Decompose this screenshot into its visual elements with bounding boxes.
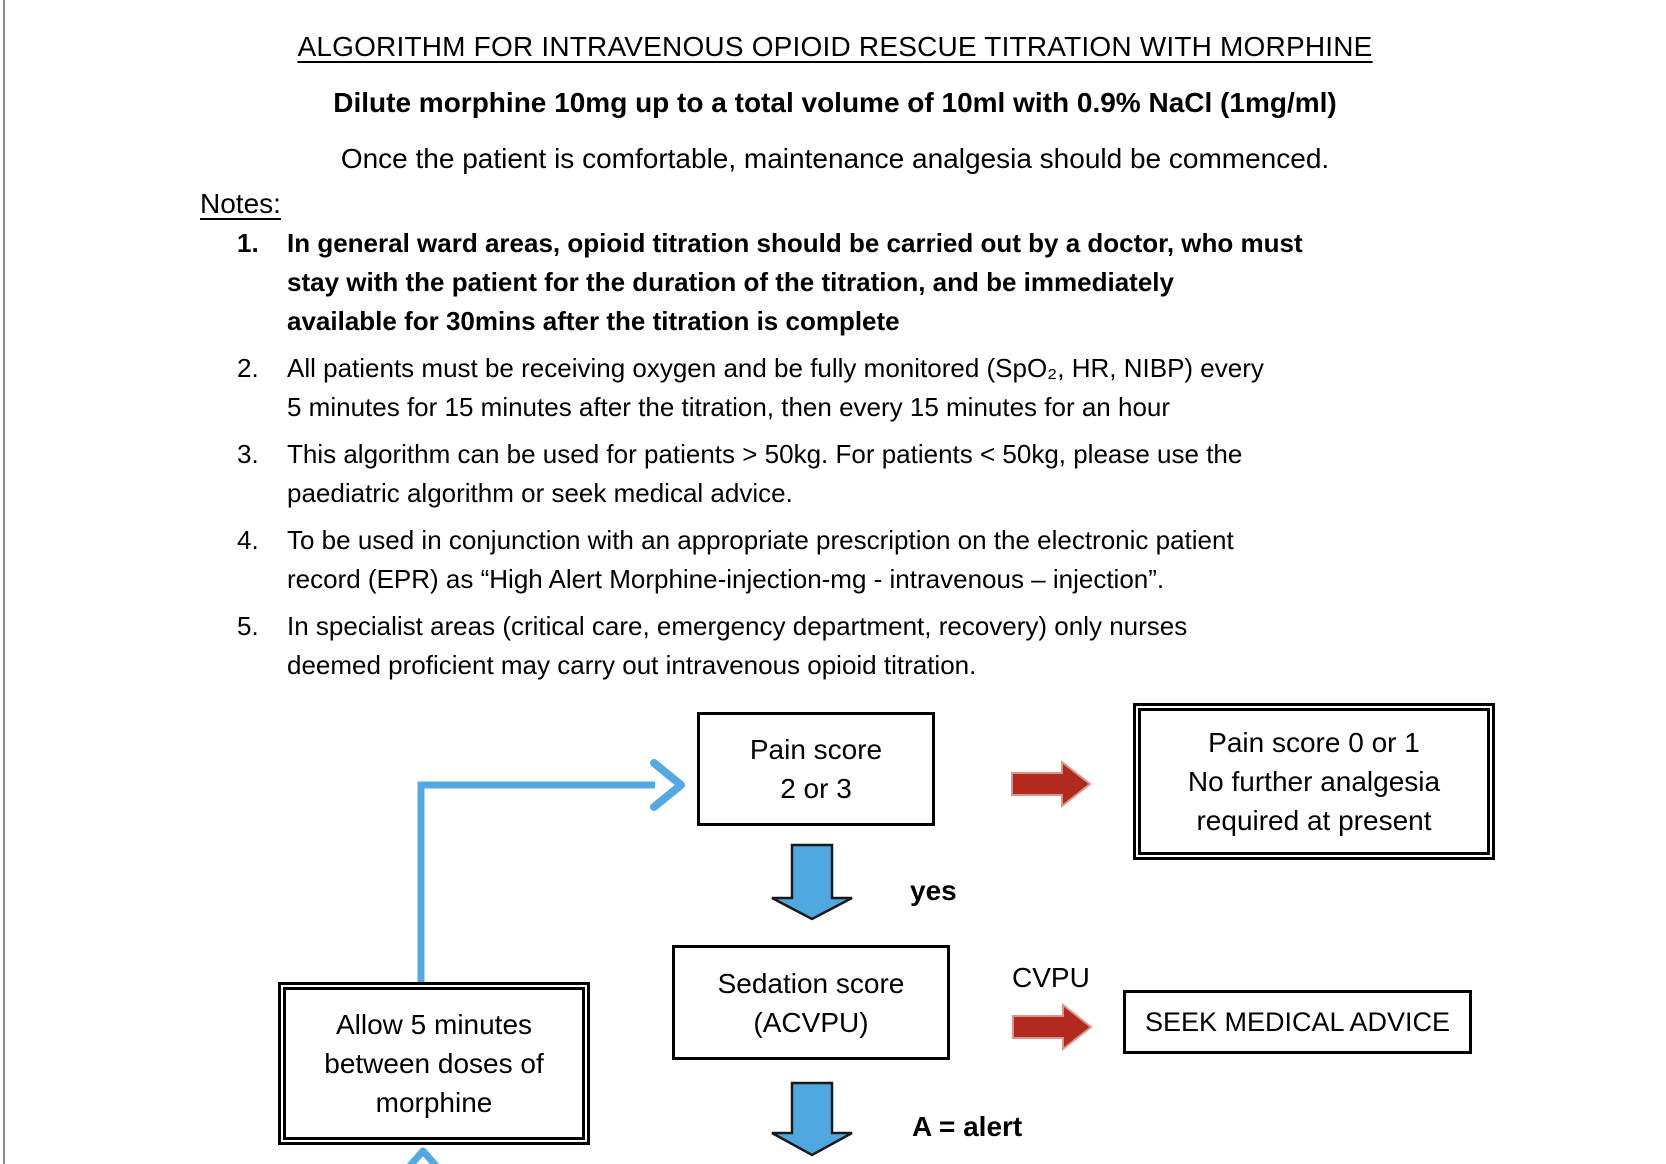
- note-text: All patients must be receiving oxygen an…: [287, 353, 1264, 422]
- flow-box-pain-score-text: Pain score 2 or 3: [749, 734, 883, 804]
- yes-label: yes: [910, 875, 957, 906]
- note-number: 4.: [237, 525, 259, 555]
- note-number: 5.: [237, 611, 259, 641]
- up-arrowhead-bottom-icon: [406, 1147, 440, 1164]
- notes-list: 1. In general ward areas, opioid titrati…: [237, 224, 1567, 693]
- down-arrow-alert-icon: [771, 1081, 853, 1157]
- down-arrow-yes-icon: [771, 843, 853, 921]
- notes-heading: Notes:: [200, 188, 281, 220]
- red-arrow-to-seek-advice-icon: [1012, 1002, 1093, 1052]
- note-number: 2.: [237, 353, 259, 383]
- intro-text: Once the patient is comfortable, mainten…: [340, 143, 1330, 174]
- flow-box-allow-wait-text: Allow 5 minutes between doses of morphin…: [324, 1009, 544, 1118]
- note-text: In general ward areas, opioid titration …: [287, 228, 1303, 336]
- flow-box-sedation-score: Sedation score (ACVPU): [672, 945, 950, 1060]
- note-text: To be used in conjunction with an approp…: [287, 525, 1234, 594]
- note-number: 1.: [237, 228, 259, 258]
- flow-box-seek-advice-text: SEEK MEDICAL ADVICE: [1144, 1006, 1451, 1037]
- page-title: ALGORITHM FOR INTRAVENOUS OPIOID RESCUE …: [190, 31, 1480, 63]
- note-text: In specialist areas (critical care, emer…: [287, 611, 1188, 680]
- cvpu-label: CVPU: [1012, 962, 1090, 993]
- page-title-text: ALGORITHM FOR INTRAVENOUS OPIOID RESCUE …: [297, 31, 1373, 62]
- red-arrow-to-outcome-icon: [1011, 759, 1092, 809]
- loop-elbow-arrowhead-icon: [650, 759, 685, 811]
- note-item-3: 3. This algorithm can be used for patien…: [237, 435, 1567, 513]
- flow-box-outcome-text: Pain score 0 or 1 No further analgesia r…: [1187, 727, 1441, 836]
- flow-box-outcome: Pain score 0 or 1 No further analgesia r…: [1133, 703, 1495, 860]
- alert-label: A = alert: [912, 1111, 1023, 1142]
- dilution-instruction: Dilute morphine 10mg up to a total volum…: [333, 87, 1337, 118]
- flow-box-pain-score: Pain score 2 or 3: [697, 712, 935, 826]
- page-edge-line: [3, 0, 5, 1164]
- note-item-5: 5. In specialist areas (critical care, e…: [237, 607, 1567, 685]
- note-number: 3.: [237, 439, 259, 469]
- note-item-1: 1. In general ward areas, opioid titrati…: [237, 224, 1567, 341]
- note-item-2: 2. All patients must be receiving oxygen…: [237, 349, 1567, 427]
- loop-elbow-arrow: [417, 781, 655, 983]
- note-item-4: 4. To be used in conjunction with an app…: [237, 521, 1567, 599]
- flow-box-sedation-score-text: Sedation score (ACVPU): [717, 967, 905, 1038]
- flow-box-seek-advice: SEEK MEDICAL ADVICE: [1123, 990, 1472, 1054]
- notes-heading-text: Notes:: [200, 188, 281, 219]
- flow-box-allow-wait: Allow 5 minutes between doses of morphin…: [278, 982, 590, 1145]
- note-text: This algorithm can be used for patients …: [287, 439, 1243, 508]
